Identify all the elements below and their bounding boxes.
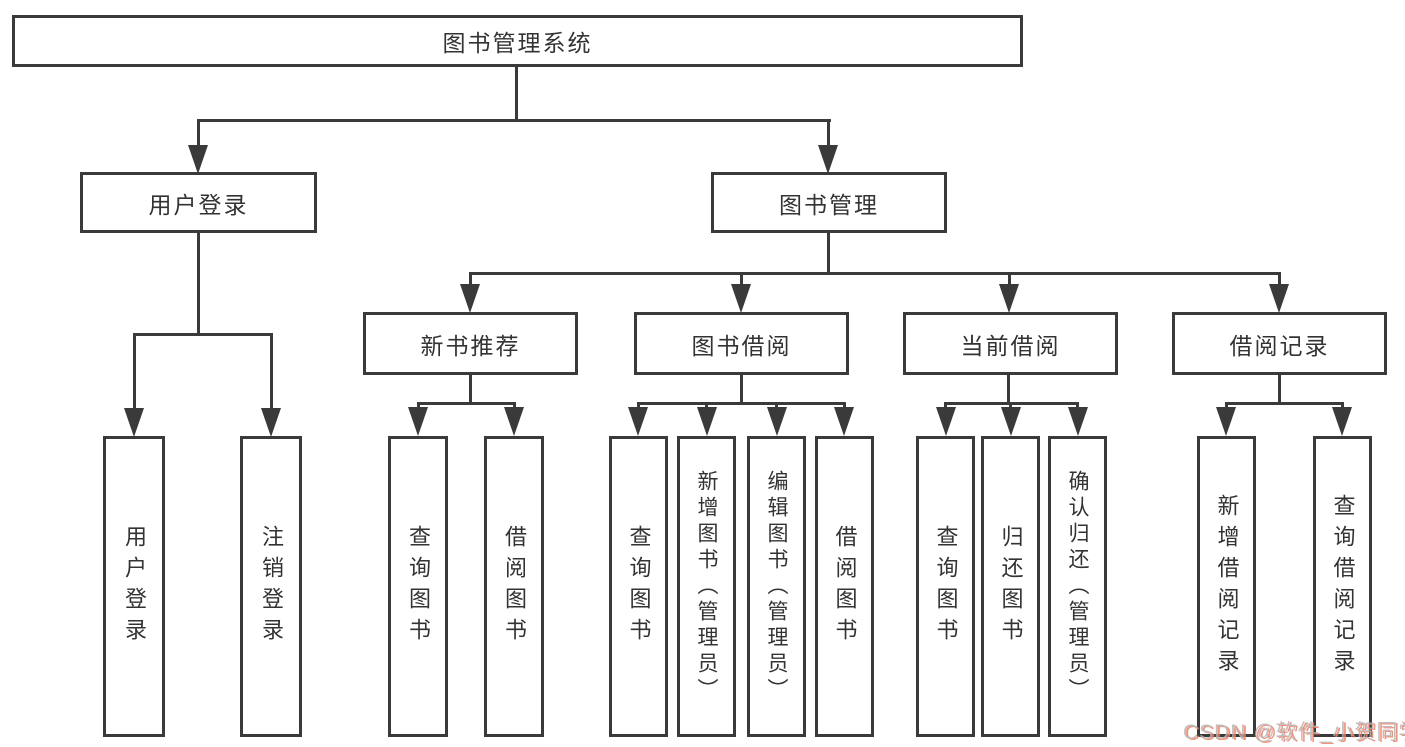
node-label: 用户登录: [148, 191, 249, 218]
leaf-confirm-return-admin: 确认归还（管理员）: [1048, 436, 1107, 737]
node-label: 当前借阅: [960, 332, 1061, 359]
leaf-query-books: 查询图书: [609, 436, 668, 737]
connector-line: [740, 375, 743, 404]
connector-line: [637, 402, 640, 410]
arrow-down-icon: [1269, 284, 1289, 313]
leaf-borrow-books: 借阅图书: [484, 436, 544, 737]
leaf-label: 查询借阅记录: [1330, 493, 1356, 680]
node-label: 图书管理: [779, 191, 879, 218]
leaf-label: 编辑图书（管理员）: [765, 469, 788, 704]
leaf-return-books: 归还图书: [981, 436, 1040, 737]
arrow-down-icon: [628, 407, 648, 436]
leaf-label: 归还图书: [998, 524, 1024, 649]
connector-line: [469, 375, 472, 404]
leaf-edit-books-admin: 编辑图书（管理员）: [747, 436, 806, 737]
connector-line: [133, 333, 136, 410]
connector-line: [827, 233, 830, 274]
node-label: 图书借阅: [691, 332, 792, 359]
arrow-down-icon: [188, 145, 208, 174]
leaf-label: 查询图书: [626, 524, 652, 649]
leaf-label: 用户登录: [122, 524, 147, 649]
connector-line: [637, 402, 846, 405]
connector-line: [1225, 402, 1228, 410]
leaf-add-borrow-record: 新增借阅记录: [1197, 436, 1256, 737]
arrow-down-icon: [261, 408, 281, 437]
leaf-label: 借阅图书: [502, 524, 527, 649]
leaf-label: 新增图书（管理员）: [695, 469, 718, 704]
connector-line: [513, 402, 516, 410]
arrow-down-icon: [1068, 407, 1088, 436]
connector-line: [944, 402, 947, 410]
leaf-logout: 注销登录: [240, 436, 302, 737]
arrow-down-icon: [999, 284, 1019, 313]
node-label: 图书管理系统: [442, 30, 593, 56]
connector-line: [133, 333, 273, 336]
arrow-down-icon: [818, 145, 838, 174]
connector-line: [775, 402, 778, 410]
arrow-down-icon: [408, 407, 428, 436]
connector-line: [1076, 402, 1079, 410]
connector-line: [270, 333, 273, 410]
node-library-management-system: 图书管理系统: [12, 15, 1023, 67]
csdn-watermark: CSDN @软件_小贺同学: [1183, 721, 1405, 744]
connector-line: [827, 119, 830, 147]
arrow-down-icon: [1001, 407, 1021, 436]
connector-line: [1278, 375, 1281, 404]
connector-line: [197, 119, 831, 122]
arrow-down-icon: [460, 284, 480, 313]
connector-line: [1008, 272, 1011, 287]
connector-line: [469, 272, 1280, 275]
arrow-down-icon: [767, 407, 787, 436]
connector-line: [1225, 402, 1344, 405]
node-current-borrowing: 当前借阅: [903, 312, 1118, 375]
connector-line: [705, 402, 708, 410]
arrow-down-icon: [1216, 407, 1236, 436]
leaf-label: 借阅图书: [832, 524, 858, 649]
connector-line: [197, 119, 200, 147]
node-book-management: 图书管理: [711, 172, 947, 233]
leaf-label: 查询图书: [933, 524, 959, 649]
node-borrowing-records: 借阅记录: [1172, 312, 1387, 375]
connector-line: [417, 402, 516, 405]
node-label: 借阅记录: [1229, 332, 1330, 359]
leaf-label: 新增借阅记录: [1214, 493, 1240, 680]
leaf-query-books: 查询图书: [916, 436, 975, 737]
leaf-label: 确认归还（管理员）: [1066, 469, 1089, 704]
connector-line: [469, 272, 472, 287]
connector-line: [417, 402, 420, 410]
leaf-query-books: 查询图书: [388, 436, 448, 737]
node-book-borrowing: 图书借阅: [634, 312, 849, 375]
arrow-down-icon: [834, 407, 854, 436]
arrow-down-icon: [124, 408, 144, 437]
arrow-down-icon: [1332, 407, 1352, 436]
arrow-down-icon: [731, 284, 751, 313]
connector-line: [1278, 272, 1281, 287]
leaf-query-borrow-record: 查询借阅记录: [1313, 436, 1372, 737]
node-user-login: 用户登录: [80, 172, 317, 233]
node-new-book-recommendation: 新书推荐: [363, 312, 578, 375]
connector-line: [1341, 402, 1344, 410]
connector-line: [1007, 375, 1010, 404]
connector-line: [740, 272, 743, 287]
leaf-label: 查询图书: [406, 524, 431, 649]
connector-line: [843, 402, 846, 410]
arrow-down-icon: [936, 407, 956, 436]
arrow-down-icon: [504, 407, 524, 436]
leaf-add-books-admin: 新增图书（管理员）: [677, 436, 736, 737]
arrow-down-icon: [697, 407, 717, 436]
node-label: 新书推荐: [420, 332, 521, 359]
connector-line: [1009, 402, 1012, 410]
leaf-borrow-books: 借阅图书: [815, 436, 874, 737]
connector-line: [197, 233, 200, 335]
leaf-label: 注销登录: [259, 524, 284, 649]
connector-line: [515, 67, 518, 121]
leaf-user-login: 用户登录: [103, 436, 165, 737]
